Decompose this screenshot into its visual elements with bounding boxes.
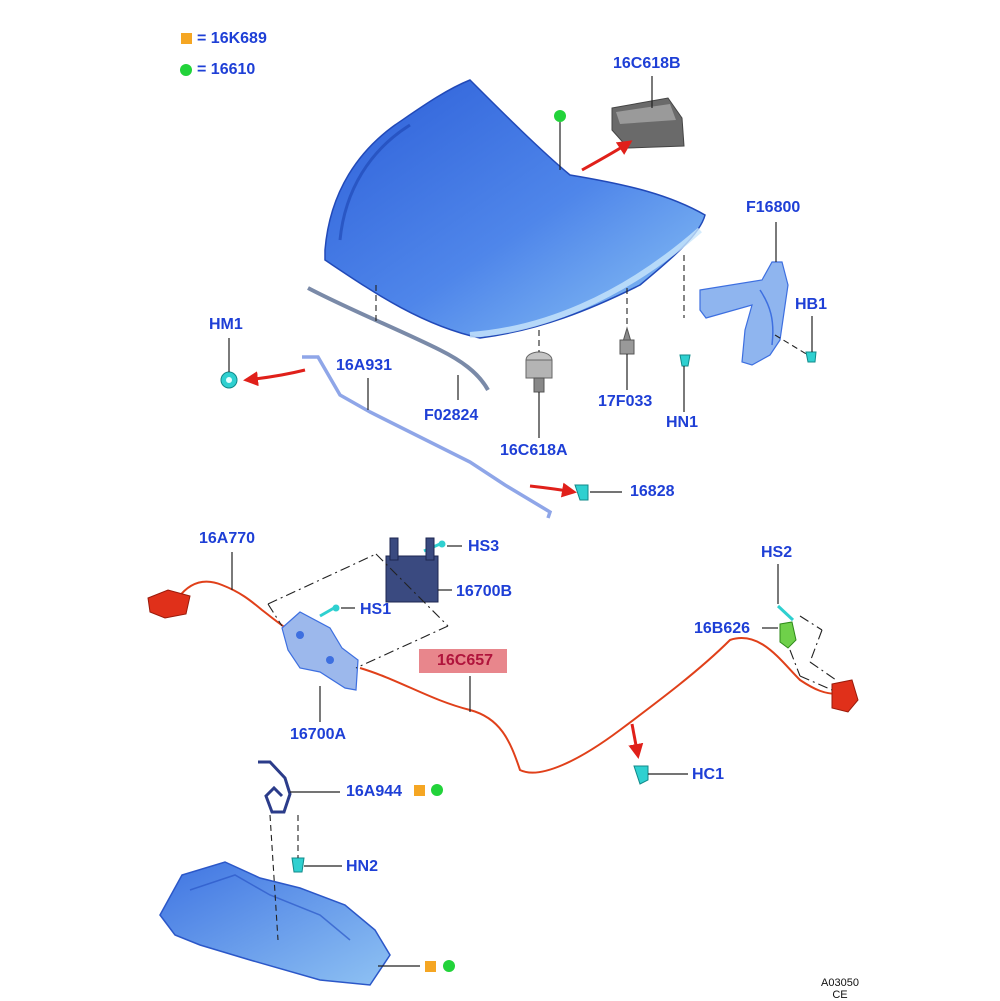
latch-16700a bbox=[281, 611, 359, 691]
label-hn2: HN2 bbox=[346, 858, 379, 875]
fastener-hs1 bbox=[319, 604, 340, 618]
label-16a931: 16A931 bbox=[336, 357, 393, 374]
hood-seal-f02824 bbox=[307, 286, 490, 392]
fastener-hn1 bbox=[679, 354, 691, 367]
legend-green-dot bbox=[180, 64, 192, 76]
bumper-17f033 bbox=[619, 326, 635, 355]
label-16c657-highlighted: 16C657 bbox=[419, 649, 508, 673]
label-16c618b: 16C618B bbox=[613, 55, 681, 72]
label-16700a: 16700A bbox=[290, 726, 347, 743]
legend-orange-square bbox=[181, 33, 192, 44]
label-f16800: F16800 bbox=[746, 199, 801, 216]
figure-code-line1: A03050 bbox=[821, 977, 859, 989]
legend-16610-text: = 16610 bbox=[197, 61, 256, 78]
label-16b626: 16B626 bbox=[694, 620, 751, 637]
lower-leader-lines bbox=[269, 814, 299, 941]
16a944-green-marker bbox=[431, 784, 443, 796]
figure-code-line2: CE bbox=[832, 989, 848, 1001]
label-16c618a: 16C618A bbox=[500, 442, 568, 459]
label-hs3: HS3 bbox=[468, 538, 500, 555]
hood-bumper-16c618a bbox=[525, 351, 553, 393]
hood-panel bbox=[324, 79, 706, 339]
label-16a944: 16A944 bbox=[346, 783, 403, 800]
16a944-orange-marker bbox=[414, 785, 425, 796]
label-leaders bbox=[228, 76, 813, 967]
latch-mount-outline bbox=[267, 553, 837, 691]
red-callout-arrows bbox=[243, 140, 644, 759]
label-hb1: HB1 bbox=[795, 296, 828, 313]
label-hs1: HS1 bbox=[360, 601, 392, 618]
figure-code: A03050 CE bbox=[810, 977, 870, 1001]
striker-16700b bbox=[385, 537, 439, 603]
release-cable-16a770 bbox=[177, 580, 293, 633]
label-16828: 16828 bbox=[630, 483, 675, 500]
fastener-hc1 bbox=[633, 765, 649, 785]
hood-hinge-f16800 bbox=[699, 261, 789, 366]
hood-green-marker bbox=[554, 110, 566, 122]
legend-16k689-text: = 16K689 bbox=[197, 30, 267, 47]
fastener-hb1 bbox=[805, 351, 817, 363]
release-handle bbox=[147, 589, 191, 619]
label-f02824: F02824 bbox=[424, 407, 479, 424]
label-hc1: HC1 bbox=[692, 766, 725, 783]
clip-16b626 bbox=[779, 621, 797, 649]
fastener-hm1 bbox=[220, 371, 238, 389]
hood-bumper-16c618b bbox=[611, 97, 685, 149]
fastener-hn2 bbox=[291, 857, 305, 873]
bracket-16a944 bbox=[258, 760, 292, 814]
hood-prop-rod bbox=[302, 355, 553, 519]
fastener-16828 bbox=[574, 484, 589, 501]
label-16a770: 16A770 bbox=[199, 530, 256, 547]
heat-shield bbox=[159, 861, 391, 986]
assembly-leader-lines bbox=[375, 255, 809, 356]
label-hm1: HM1 bbox=[209, 316, 243, 333]
secondary-latch bbox=[831, 679, 859, 713]
label-hn1: HN1 bbox=[666, 414, 699, 431]
shield-green-marker bbox=[443, 960, 455, 972]
fastener-hs2 bbox=[776, 604, 795, 622]
shield-orange-marker bbox=[425, 961, 436, 972]
label-16700b: 16700B bbox=[456, 583, 513, 600]
label-hs2: HS2 bbox=[761, 544, 793, 561]
label-17f033: 17F033 bbox=[598, 393, 653, 410]
